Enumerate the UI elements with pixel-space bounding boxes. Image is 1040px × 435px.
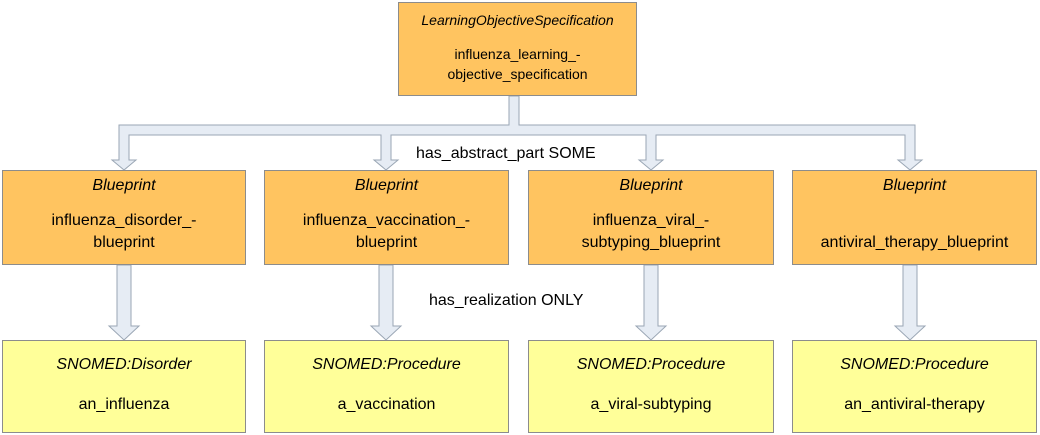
- realization-arrow-3: [634, 264, 668, 341]
- blueprint-name-label: influenza_disorder_- blueprint: [51, 212, 197, 251]
- blueprint-name-label: antiviral_therapy_blueprint: [820, 234, 1009, 251]
- snomed-concept-box: SNOMED:Procedure a_vaccination: [264, 340, 509, 433]
- concept-name-label: an_influenza: [78, 396, 170, 413]
- concept-name-label: an_antiviral-therapy: [844, 396, 985, 413]
- spec-name-label: influenza_learning_-objective_specificat…: [447, 46, 588, 82]
- blueprint-type-label: Blueprint: [92, 177, 156, 194]
- blueprint-type-label: Blueprint: [354, 177, 419, 194]
- concept-name-label: a_vaccination: [337, 396, 436, 413]
- blueprint-name-label: influenza_vaccination_- blueprint: [302, 212, 471, 251]
- concept-type-label: SNOMED:Disorder: [56, 356, 192, 373]
- concept-type-label: SNOMED:Procedure: [312, 356, 461, 373]
- blueprint-box: Blueprint influenza_vaccination_- bluepr…: [264, 170, 509, 265]
- blueprint-type-label: Blueprint: [882, 177, 947, 194]
- realization-arrow-2: [369, 264, 403, 341]
- snomed-concept-box: SNOMED:Procedure a_viral-subtyping: [528, 340, 774, 433]
- realization-arrow-1: [107, 264, 141, 341]
- blueprint-type-label: Blueprint: [619, 177, 683, 194]
- realization-arrow-4: [893, 264, 927, 341]
- snomed-concept-box: SNOMED:Disorder an_influenza: [2, 340, 246, 433]
- blueprint-box: Blueprint influenza_disorder_- blueprint: [2, 170, 246, 265]
- abstract-part-relation-label: has_abstract_part SOME: [412, 145, 600, 163]
- concept-name-label: a_viral-subtyping: [590, 396, 712, 413]
- snomed-concept-box: SNOMED:Procedure an_antiviral-therapy: [792, 340, 1037, 433]
- blueprint-box: Blueprint antiviral_therapy_blueprint: [792, 170, 1037, 265]
- spec-type-label: LearningObjectiveSpecification: [421, 12, 614, 28]
- abstract-part-connector: [110, 95, 924, 171]
- realization-relation-label: has_realization ONLY: [425, 292, 588, 310]
- blueprint-box: Blueprint influenza_viral_- subtyping_bl…: [528, 170, 774, 265]
- blueprint-name-label: influenza_viral_- subtyping_blueprint: [581, 212, 721, 251]
- concept-type-label: SNOMED:Procedure: [576, 356, 726, 373]
- concept-type-label: SNOMED:Procedure: [840, 356, 989, 373]
- learning-objective-specification-box: LearningObjectiveSpecification influenza…: [398, 2, 637, 96]
